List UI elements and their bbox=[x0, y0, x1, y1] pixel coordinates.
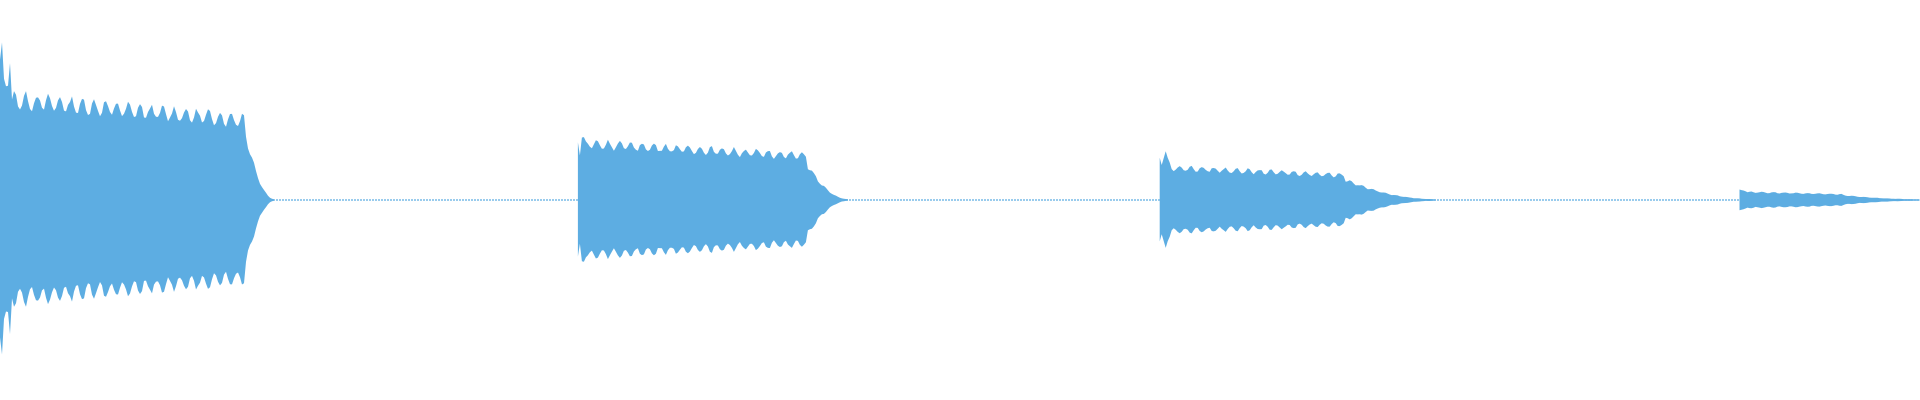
waveform-note-1 bbox=[0, 42, 274, 355]
waveform-note-2 bbox=[577, 137, 848, 262]
waveform-note-4 bbox=[1739, 189, 1920, 211]
waveform-note-3 bbox=[1159, 151, 1436, 248]
waveform-segments bbox=[0, 42, 1920, 355]
